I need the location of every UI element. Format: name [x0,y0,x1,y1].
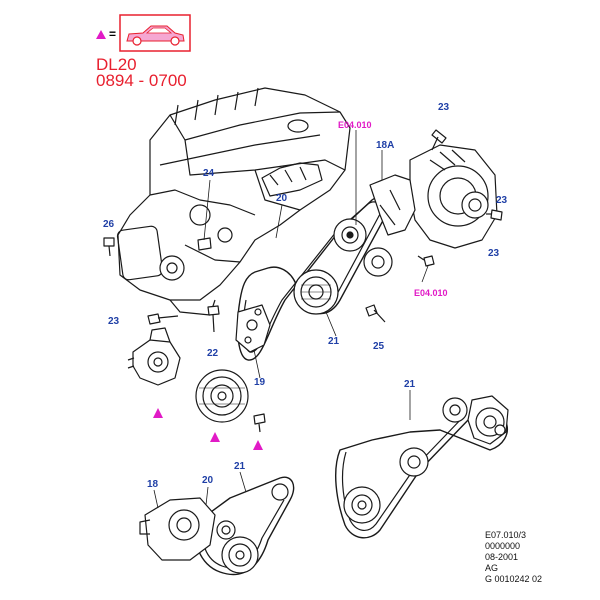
water-pump-pulley [159,255,185,281]
drive-belt-variant-bottom [139,476,295,575]
drawing-code: E07.010/3 [484,530,526,540]
callout-23-left: 23 [108,316,120,327]
alternator [369,144,498,249]
callout-23-top: 23 [438,102,450,113]
reference-e04010-top: E04.010 [338,120,372,130]
model-code: DL20 [96,55,137,74]
callout-19: 19 [254,377,266,388]
callout-21-mid: 21 [404,379,416,390]
bolt-23-right-a [486,209,503,221]
callout-23-right-b: 23 [488,248,500,259]
callout-20-bottom: 20 [202,475,214,486]
power-steering-pump [127,327,181,386]
bolt-lower [253,413,266,433]
bolt-23-left [147,313,179,325]
engine-block [116,87,351,316]
bolt-23-top [431,129,447,151]
idler-pulley-right [363,247,393,277]
tensioner-bracket [235,304,271,353]
callout-21-main: 21 [328,336,340,347]
car-sedan-icon [119,14,191,52]
drive-belt-variant-mid [335,395,509,539]
bolt-23-right-b [417,255,435,267]
callout-21-bottom: 21 [234,461,246,472]
idler-pulley-upper [333,218,367,252]
drawing-number: 0000000 [484,541,520,551]
drawing-date: 08-2001 [484,552,518,562]
drawing-author: AG [484,563,498,573]
callout-18a: 18A [376,140,394,151]
power-steering-pulley [195,369,249,423]
drawing-reference-block: E07.010/3 0000000 08-2001 AG G 0010242 0… [485,530,542,585]
callout-18-bottom: 18 [147,479,159,490]
callout-22: 22 [207,348,219,359]
callout-24: 24 [203,168,215,179]
bolt-25 [365,304,386,323]
variant-markers [153,408,263,450]
drawing-id: G 0010242 02 [484,574,542,584]
marker-triangle-2 [210,432,220,442]
reference-e04010-bottom: E04.010 [414,288,448,298]
crankshaft-pulley-main [293,269,339,315]
legend-marker-icon [96,30,106,39]
callout-25: 25 [373,341,385,352]
bolt-26 [103,237,115,257]
marker-triangle-3 [253,440,263,450]
legend-equals: = [109,27,117,41]
callout-23-right-a: 23 [496,195,508,206]
marker-triangle-1 [153,408,163,418]
bolt-22 [207,305,220,333]
production-range: 0894 - 0700 [96,71,187,90]
leader-lines [153,130,429,509]
callout-26: 26 [103,219,115,230]
bolt-24 [197,237,212,251]
callout-20-engine: 20 [276,193,288,204]
